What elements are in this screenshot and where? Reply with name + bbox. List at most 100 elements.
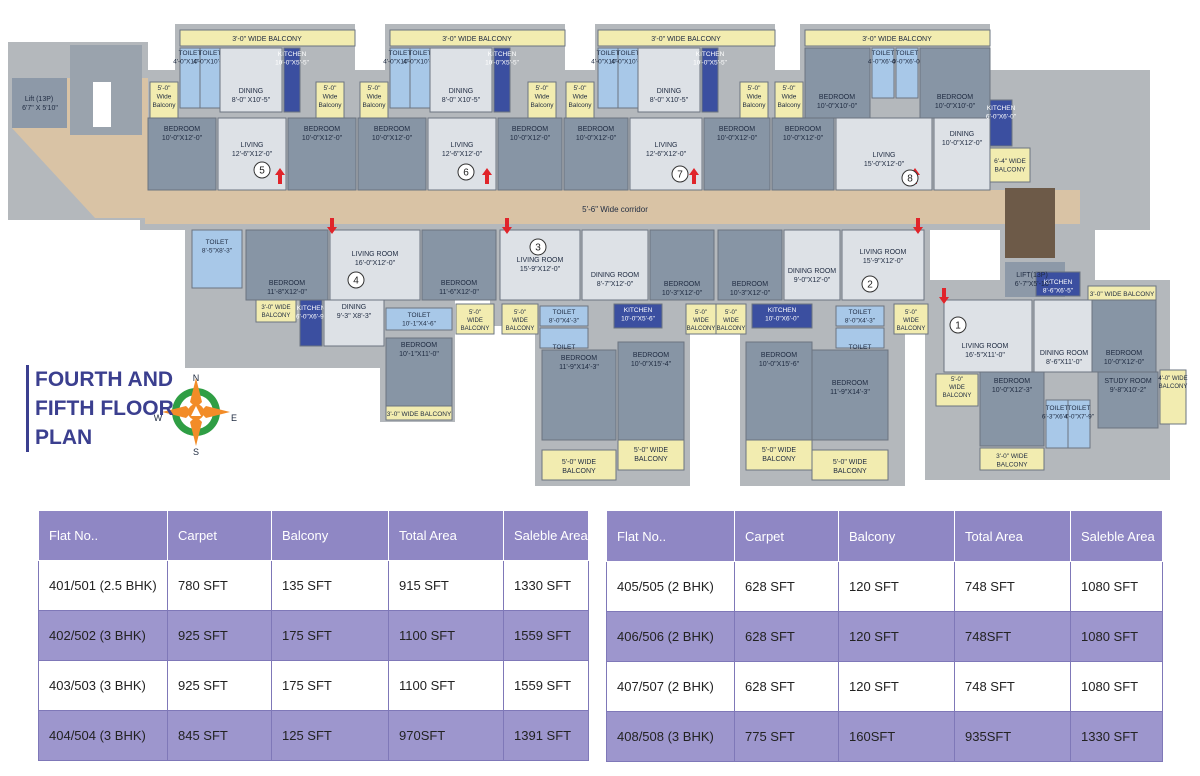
room-label-line: 3'-0" WIDE BALCONY: [232, 36, 302, 43]
room-label-line: 6'-3"X6'-0": [1042, 414, 1073, 421]
room-label-line: BALCONY: [762, 456, 796, 463]
room-shape: [613, 303, 663, 329]
room-shape: [1159, 369, 1187, 425]
title-line-3: PLAN: [35, 426, 93, 449]
cell-total-area: 1100 SFT: [388, 610, 504, 661]
room-label-line: 12'-6"X12'-0": [232, 151, 273, 158]
room-shape: [565, 81, 595, 119]
col-header-saleble-area: Saleble Area: [503, 510, 589, 561]
cell-carpet: 628 SFT: [734, 661, 839, 712]
compass-e-label: E: [231, 413, 237, 423]
entrance-arrow-icon: [327, 218, 337, 234]
area-table-left: Flat No.. Carpet Balcony Total Area Sale…: [38, 510, 589, 761]
room-label-line: BEDROOM: [441, 280, 477, 287]
room-shape: [629, 117, 703, 191]
cell-flat-no: 408/508 (3 BHK): [606, 711, 735, 762]
room-label-line: 8'-6"X6'-5": [1043, 288, 1074, 295]
room-label-line: Balcony: [530, 102, 554, 109]
room-shape: [287, 117, 357, 191]
room-label-line: Balcony: [568, 102, 592, 109]
room-label-line: DINING: [239, 88, 264, 95]
room-label-line: 6'-0"X6'-9": [296, 314, 327, 321]
compass-rose: [162, 378, 230, 446]
area-table-right: Flat No.. Carpet Balcony Total Area Sale…: [606, 510, 1163, 762]
room-shape: [935, 373, 979, 407]
room-label-line: 11'-6"X12'-0": [439, 289, 479, 296]
room-label-line: Wide: [323, 94, 338, 101]
room-label-line: BEDROOM: [832, 380, 868, 387]
room-shape: [771, 117, 835, 191]
cell-balcony: 175 SFT: [271, 660, 389, 711]
cell-total-area: 970SFT: [388, 710, 504, 761]
room-label-line: KITCHEN: [278, 51, 307, 58]
room-label-line: BEDROOM: [304, 126, 340, 133]
room-shape: [329, 229, 421, 301]
room-label-line: BALCONY: [717, 326, 746, 332]
room-label-line: 11'-9"X14'-3": [559, 364, 599, 371]
room-shape: [943, 299, 1033, 373]
room-shape: [191, 229, 243, 289]
room-label-line: BEDROOM: [633, 352, 669, 359]
room-shape: [597, 47, 619, 109]
room-label: BEDROOM 11'-6"X12'-0": [439, 280, 479, 296]
room-label-line: LIVING: [873, 152, 896, 159]
room-label-line: BEDROOM: [1106, 350, 1142, 357]
room-shape: [739, 81, 769, 119]
room-shape: [811, 349, 889, 441]
room-label-line: 3'-0" WIDE BALCONY: [862, 36, 932, 43]
room-label: 3'-0" WIDE BALCONY: [387, 411, 452, 418]
room-shape: [409, 47, 431, 109]
room-shape: [703, 117, 771, 191]
room-shape: [199, 47, 221, 109]
plan-title: FOURTH AND FIFTH FLOOR PLAN: [26, 365, 175, 452]
cell-total-area: 915 SFT: [388, 560, 504, 611]
table-row: 402/502 (3 BHK) 925 SFT 175 SFT 1100 SFT…: [38, 610, 589, 661]
room-bal: 3'-0" WIDE BALCONY: [1087, 285, 1157, 301]
cell-carpet: 925 SFT: [167, 610, 272, 661]
room-label-line: TOILET: [849, 344, 872, 351]
cell-saleble-area: 1391 SFT: [503, 710, 589, 761]
room-label-line: BEDROOM: [732, 281, 768, 288]
room-label-line: 8'-0"X4'-3": [549, 318, 580, 325]
cell-balcony: 175 SFT: [271, 610, 389, 661]
room-shape: [617, 47, 639, 109]
room-label-line: KITCHEN: [696, 51, 725, 58]
room-label-line: 5'-0" WIDE: [634, 447, 668, 454]
col-header-flat-no: Flat No..: [606, 510, 735, 562]
room-label-line: 9'-0"X12'-0": [794, 277, 831, 284]
room-label-line: BALCONY: [687, 326, 716, 332]
room-label-line: DINING ROOM: [591, 272, 639, 279]
room-label-line: BEDROOM: [578, 126, 614, 133]
room-shape: [919, 47, 991, 119]
room-shape: [539, 305, 589, 327]
flat-number-label: 7: [677, 170, 683, 181]
entrance-arrow-icon: [689, 168, 699, 184]
room-label-line: 10'-0"X15'-6": [759, 361, 800, 368]
